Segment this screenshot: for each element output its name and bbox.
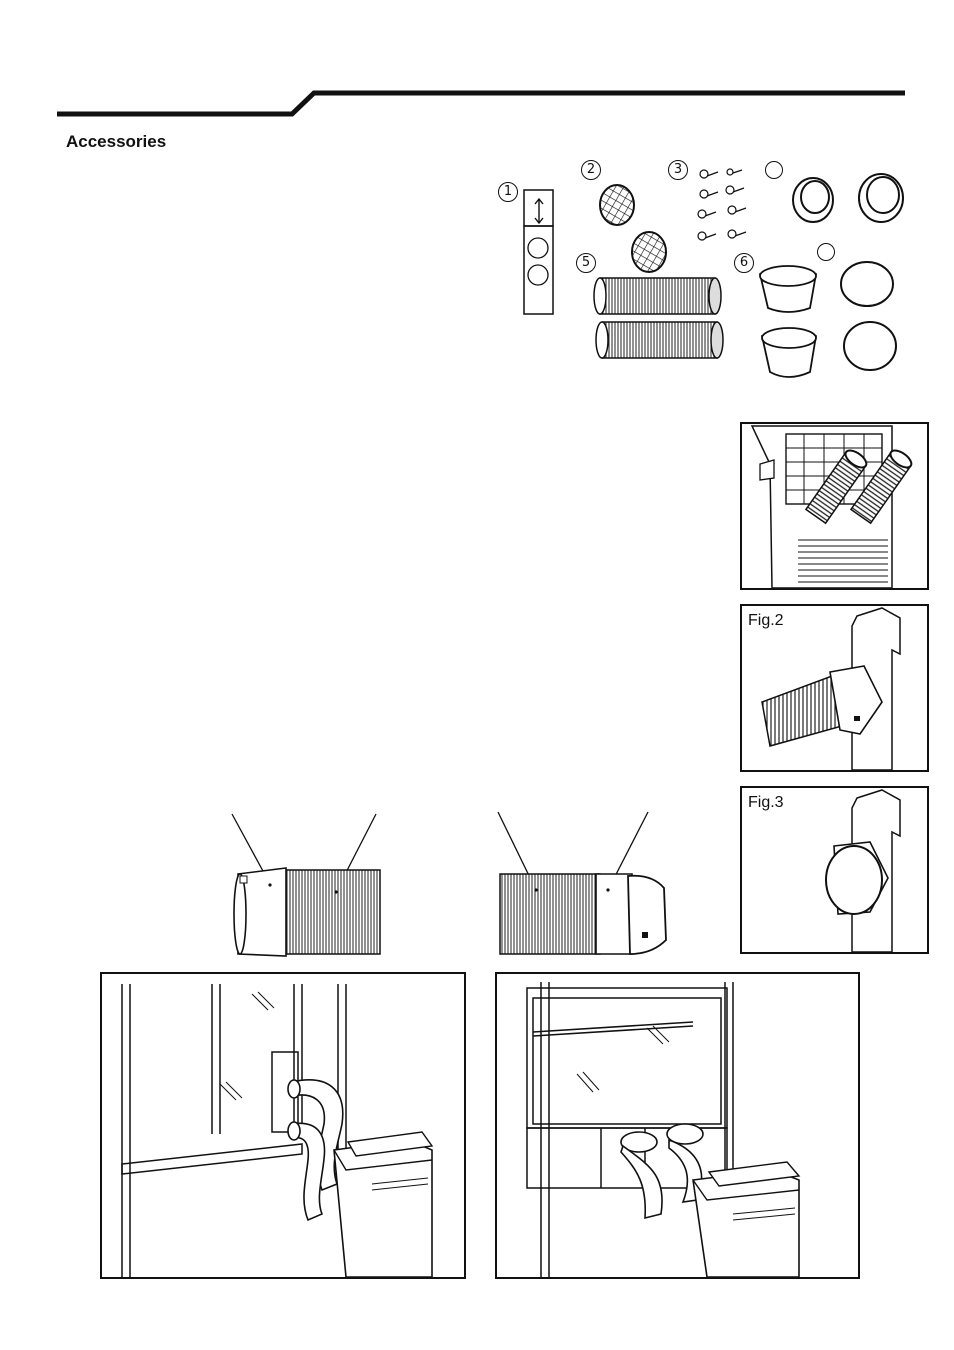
figure-unit-with-hoses bbox=[740, 422, 929, 590]
section-title: Accessories bbox=[66, 132, 166, 152]
screws-part bbox=[690, 160, 760, 255]
hose-with-coupler-diagram bbox=[220, 808, 400, 960]
figure-3: Fig.3 bbox=[740, 786, 929, 954]
figure-2: Fig.2 bbox=[740, 604, 929, 772]
item-number-2: 2 bbox=[581, 160, 601, 180]
hose-adapter-part bbox=[750, 260, 830, 390]
hose-with-adapter-diagram bbox=[492, 808, 672, 960]
item-number-1: 1 bbox=[498, 182, 518, 202]
item-number-3: 3 bbox=[668, 160, 688, 180]
fig3-label: Fig.3 bbox=[748, 794, 784, 812]
end-cap-part bbox=[835, 258, 905, 388]
coupler-part bbox=[785, 170, 915, 230]
figure-install-sliding-window bbox=[495, 972, 860, 1279]
circled-number-icon bbox=[765, 161, 783, 179]
grille-part bbox=[595, 180, 675, 280]
header-rule bbox=[0, 0, 954, 130]
circled-number-icon bbox=[817, 243, 835, 261]
up-down-arrow-icon bbox=[532, 196, 546, 226]
fig2-label: Fig.2 bbox=[748, 612, 784, 630]
figure-install-vertical-window bbox=[100, 972, 466, 1279]
hose-part bbox=[590, 270, 730, 365]
